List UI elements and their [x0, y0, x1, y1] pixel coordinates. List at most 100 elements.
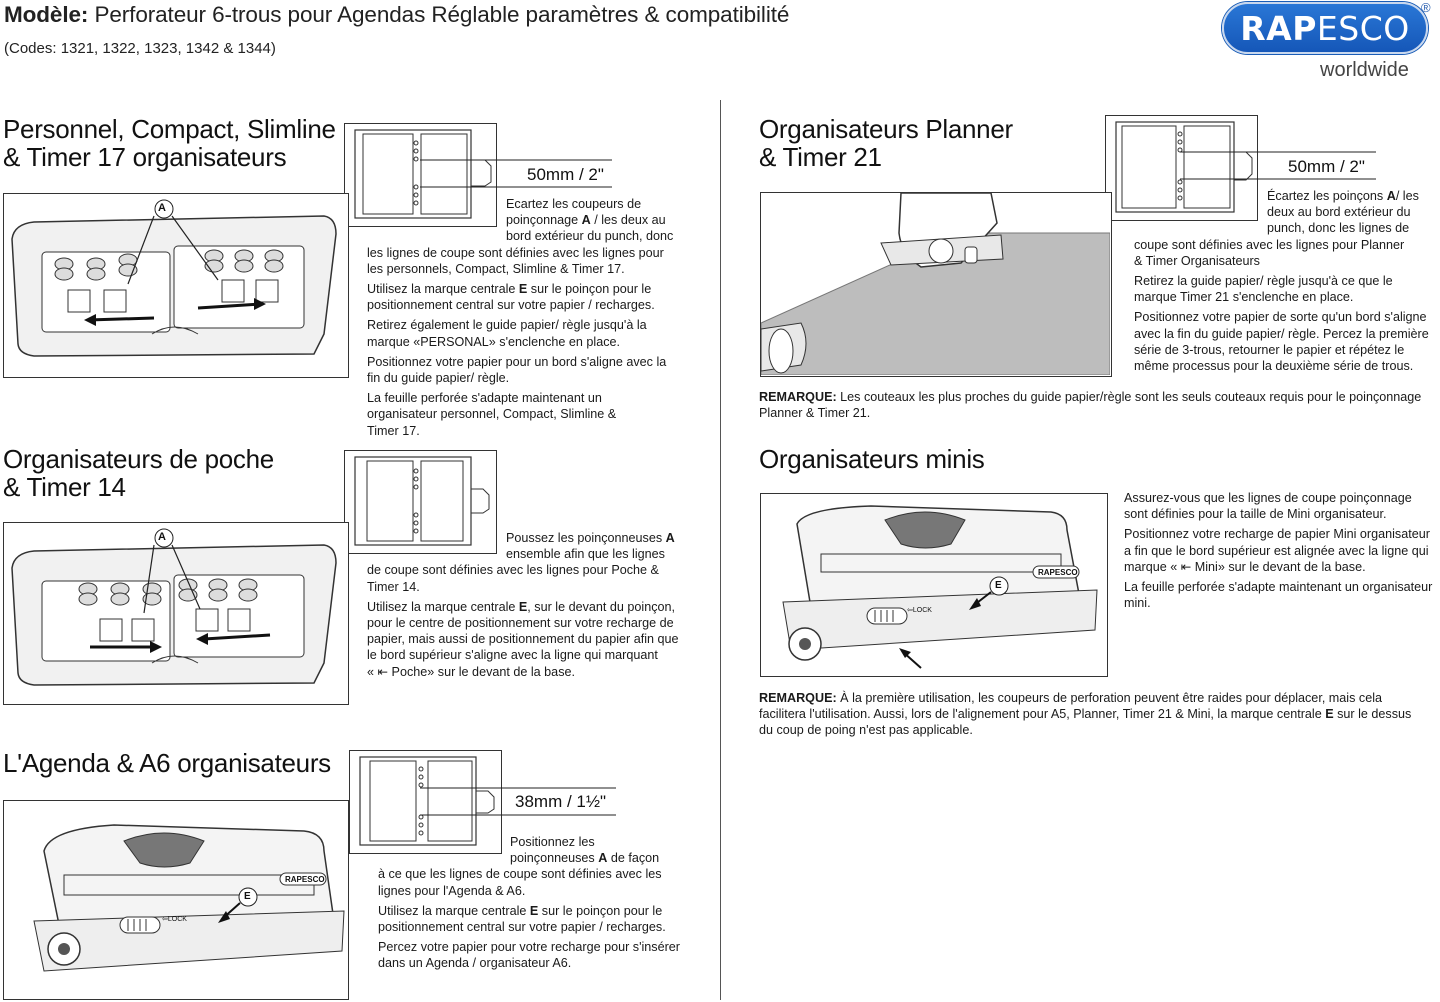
heading-line-1: Organisateurs Planner: [759, 114, 1013, 144]
text-bold: E: [1325, 707, 1334, 722]
organizer-diagram-personnel: [344, 123, 497, 227]
punch-top-view-illustration: [11, 199, 337, 357]
text-line: La feuille perforée s'adapte maintenant …: [1124, 580, 1433, 595]
text-bold: A: [665, 531, 675, 545]
instructions-poche: Poussez les poinçonneuses A ensemble afi…: [367, 530, 717, 680]
logo-brand-bold: RAP: [1240, 8, 1317, 48]
heading-line-2: & Timer 21: [759, 142, 882, 172]
section-heading-personnel: Personnel, Compact, Slimline & Timer 17 …: [3, 115, 336, 171]
text-line: Utilisez la marque centrale E, sur le de…: [367, 599, 717, 615]
punch-lock-label: ⇦LOCK: [907, 607, 932, 614]
text-line: Écartez les poinçons A/ les: [1134, 188, 1440, 204]
punch-diagram-minis: E RAPESCO ⇦LOCK: [760, 493, 1108, 677]
dimension-indicator-planner: [1180, 150, 1376, 180]
text-line: le bord supérieur s'aligne avec la ligne…: [367, 648, 658, 663]
text-line: avec la fin du guide papier/ règle. Perc…: [1134, 326, 1429, 341]
note-planner: REMARQUE: Les couteaux les plus proches …: [759, 389, 1429, 421]
rapesco-logo: RAPESCO: [1222, 2, 1428, 54]
text-line: dans un Agenda / organisateur A6.: [378, 956, 572, 971]
text-line: papier, mais aussi de positionnement du …: [367, 632, 679, 647]
punch-front-view-illustration: [33, 824, 345, 972]
text-line: positionnement central sur votre papier …: [378, 920, 666, 935]
text-line: Positionnez votre recharge de papier Min…: [1124, 527, 1430, 542]
punch-diagram-agenda: E RAPESCO ⇦LOCK: [3, 800, 349, 1000]
instructions-minis: Assurez-vous que les lignes de coupe poi…: [1124, 490, 1438, 611]
text-fragment: sur le poinçon pour le: [538, 903, 663, 918]
logo-registered-mark: ®: [1421, 0, 1431, 15]
text-fragment: poinçonnage: [506, 213, 582, 228]
text-fragment: À la première utilisation, les coupeurs …: [836, 691, 1383, 705]
heading-line-1: Personnel, Compact, Slimline: [3, 114, 336, 144]
text-fragment: facilitera l'utilisation. Aussi, lors de…: [759, 707, 1326, 722]
text-line: mini.: [1124, 596, 1151, 611]
heading-line-2: & Timer 14: [3, 472, 126, 502]
text-line: Positionnez votre papier pour un bord s'…: [367, 354, 667, 369]
text-fragment: Utilisez la marque centrale: [378, 903, 530, 918]
title-text: Perforateur 6-trous pour Agendas Réglabl…: [88, 2, 790, 27]
text-line: positionnement central sur votre papier …: [367, 298, 655, 313]
text-fragment: de façon: [607, 851, 660, 866]
text-line: marque «PERSONAL» s'enclenche en place.: [367, 334, 621, 349]
punch-diagram-personnel: A: [3, 193, 349, 378]
text-line: facilitera l'utilisation. Aussi, lors de…: [759, 706, 1429, 722]
text-line: punch, donc les lignes de: [1267, 221, 1410, 236]
punch-front-view-illustration: [782, 505, 1098, 669]
text-line: Poussez les poinçonneuses A: [367, 530, 717, 546]
dimension-indicator-agenda: [420, 786, 616, 816]
section-heading-agenda: L'Agenda & A6 organisateurs: [3, 748, 331, 778]
note-label: REMARQUE:: [759, 691, 837, 705]
text-line: La feuille perforée s'adapte maintenant …: [367, 391, 602, 406]
text-line: de coupe sont définies avec les lignes p…: [367, 563, 659, 578]
text-line: Positionnez les: [510, 835, 595, 849]
text-line: Positionnez votre papier de sorte qu'un …: [1134, 310, 1427, 325]
text-line: REMARQUE: À la première utilisation, les…: [759, 690, 1429, 706]
text-line: marque « ⇤ Mini» sur le devant de la bas…: [1124, 559, 1366, 574]
text-line: Timer 17.: [367, 423, 420, 438]
text-fragment: sur le dessus: [1333, 707, 1412, 722]
organizer-diagram-poche: [344, 450, 497, 554]
page-title: Modèle: Perforateur 6-trous pour Agendas…: [4, 2, 789, 28]
punch-lock-label: ⇦LOCK: [162, 916, 187, 923]
text-fragment: / les: [1395, 189, 1419, 203]
punch-top-view-illustration: [11, 528, 337, 686]
text-line: Utilisez la marque centrale E sur le poi…: [367, 281, 717, 297]
dimension-label-personnel: 50mm / 2": [527, 165, 604, 184]
punch-brand-label: RAPESCO: [285, 875, 325, 884]
punch-with-paper-illustration: [760, 192, 1111, 376]
text-line: marque Timer 21 s'enclenche en place.: [1134, 290, 1354, 305]
section-heading-minis: Organisateurs minis: [759, 444, 985, 474]
section-heading-planner: Organisateurs Planner & Timer 21: [759, 115, 1013, 171]
callout-e-minis: E: [995, 580, 1002, 591]
instructions-planner: Écartez les poinçons A/ les deux au bord…: [1134, 188, 1440, 374]
text-line: organisateur personnel, Compact, Slimlin…: [367, 407, 617, 422]
text-fragment: / les deux au: [590, 213, 666, 228]
note-minis: REMARQUE: À la première utilisation, les…: [759, 690, 1429, 739]
text-line: Planner & Timer 21.: [759, 406, 871, 421]
text-line: fin du guide papier/ règle.: [367, 371, 510, 386]
text-fragment: Écartez les poinçons: [1267, 189, 1387, 203]
note-label: REMARQUE:: [759, 390, 837, 404]
text-line: Assurez-vous que les lignes de coupe poi…: [1124, 491, 1412, 505]
instructions-agenda: Positionnez les poinçonneuses A de façon…: [378, 834, 718, 972]
text-line: ensemble afin que les lignes: [506, 547, 665, 562]
text-line: Ecartez les coupeurs de: [506, 197, 642, 211]
text-line: & Timer Organisateurs: [1134, 253, 1260, 268]
punch-diagram-planner: [760, 192, 1112, 377]
text-line: sont définies pour la taille de Mini org…: [1124, 507, 1387, 522]
text-fragment: Utilisez la marque centrale: [367, 599, 519, 614]
organizer-diagram-agenda: [349, 750, 502, 854]
logo-wordmark: RAPESCO: [1240, 9, 1409, 48]
text-line: bord extérieur du punch, donc: [506, 229, 674, 244]
text-fragment: Les couteaux les plus proches du guide p…: [836, 390, 1422, 404]
text-fragment: Poussez les poinçonneuses: [506, 531, 666, 545]
punch-diagram-poche: A: [3, 522, 349, 705]
dimension-label-planner: 50mm / 2": [1288, 157, 1365, 176]
text-line: REMARQUE: Les couteaux les plus proches …: [759, 389, 1429, 405]
text-line: Utilisez la marque centrale E sur le poi…: [378, 903, 718, 919]
text-fragment: , sur le devant du poinçon,: [527, 599, 676, 614]
heading-line-1: Organisateurs de poche: [3, 444, 274, 474]
text-line: Retirez également le guide papier/ règle…: [367, 318, 647, 333]
section-heading-poche: Organisateurs de poche & Timer 14: [3, 445, 274, 501]
text-bold: E: [518, 599, 528, 614]
callout-e-agenda: E: [244, 891, 251, 902]
